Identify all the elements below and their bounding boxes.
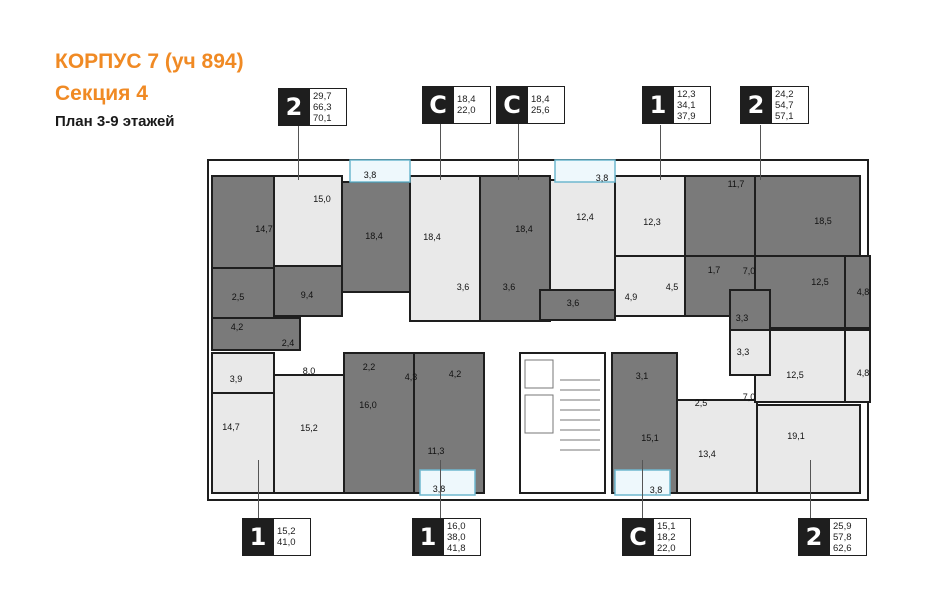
room-18-4b — [409, 175, 481, 322]
room-area: 3,1 — [635, 371, 649, 381]
room-12-4 — [549, 179, 616, 291]
room-area: 18,4 — [423, 232, 441, 242]
room-area: 14,7 — [255, 224, 273, 234]
room-11-7 — [684, 175, 756, 257]
floors-subtitle: План 3-9 этажей — [55, 113, 175, 130]
room-4-5 — [614, 255, 686, 317]
room-area: 3,3 — [735, 313, 749, 323]
room-area: 9,4 — [300, 290, 314, 300]
room-18-4c — [479, 175, 551, 322]
room-4-2 — [211, 317, 301, 351]
room-3-3a — [729, 289, 771, 331]
room-9-4 — [273, 265, 343, 317]
room-area: 7,0 — [742, 392, 756, 402]
room-13-4 — [676, 399, 758, 494]
apartment-type-code: 2 — [278, 88, 310, 126]
room-area: 4,5 — [665, 282, 679, 292]
room-area: 14,7 — [222, 422, 240, 432]
apartment-type-code: С — [422, 86, 454, 124]
room-15-0 — [273, 175, 343, 267]
room-area: 16,0 — [359, 400, 377, 410]
room-4-8a — [844, 255, 871, 329]
room-area: 12,4 — [576, 212, 594, 222]
room-area: 12,5 — [811, 277, 829, 287]
room-area: 3,8 — [649, 485, 663, 495]
room-area: 4,8 — [856, 287, 870, 297]
room-14-7b — [211, 392, 275, 494]
apartment-type-code: С — [622, 518, 654, 556]
balcony-top-2 — [554, 159, 616, 183]
apartment-type-code: 2 — [740, 86, 772, 124]
staircase — [524, 359, 600, 451]
room-area: 2,2 — [362, 362, 376, 372]
room-area: 12,5 — [786, 370, 804, 380]
room-area: 4,2 — [448, 369, 462, 379]
room-area: 1,7 — [707, 265, 721, 275]
room-3-3b — [729, 329, 771, 376]
room-area: 2,4 — [281, 338, 295, 348]
room-area: 13,4 — [698, 449, 716, 459]
room-area: 18,4 — [365, 231, 383, 241]
room-area: 3,3 — [736, 347, 750, 357]
room-area: 18,5 — [814, 216, 832, 226]
room-area: 15,2 — [300, 423, 318, 433]
room-area: 7,0 — [742, 266, 756, 276]
stairs-lift — [519, 352, 606, 494]
room-3-6c — [539, 289, 616, 321]
room-area: 3,6 — [566, 298, 580, 308]
room-area: 2,5 — [694, 398, 708, 408]
building-title: КОРПУС 7 (уч 894) — [55, 50, 244, 73]
room-19-1 — [756, 404, 861, 494]
room-area: 12,3 — [643, 217, 661, 227]
apartment-type-code: 1 — [242, 518, 274, 556]
balcony-bottom-1 — [419, 469, 476, 496]
section-title: Секция 4 — [55, 82, 148, 105]
room-area: 4,8 — [856, 368, 870, 378]
room-area: 11,3 — [427, 446, 445, 456]
room-4-8b — [844, 329, 871, 403]
apartment-type-code: 1 — [412, 518, 444, 556]
room-area: 4,9 — [624, 292, 638, 302]
room-area: 4,3 — [404, 372, 418, 382]
room-area: 4,2 — [230, 322, 244, 332]
room-area: 18,4 — [515, 224, 533, 234]
room-area: 3,8 — [595, 173, 609, 183]
room-1-7 — [684, 255, 756, 317]
room-area: 3,8 — [432, 484, 446, 494]
room-area: 15,1 — [641, 433, 659, 443]
room-12-3 — [614, 175, 686, 257]
room-area: 3,9 — [229, 374, 243, 384]
room-area: 19,1 — [787, 431, 805, 441]
room-3-9 — [211, 352, 275, 394]
apartment-type-code: С — [496, 86, 528, 124]
apartment-type-code: 2 — [798, 518, 830, 556]
room-area: 3,6 — [502, 282, 516, 292]
room-18-5 — [754, 175, 861, 257]
balcony-top-1 — [349, 159, 411, 183]
room-area: 11,7 — [727, 179, 745, 189]
room-area: 15,0 — [313, 194, 331, 204]
room-15-2 — [273, 374, 345, 494]
room-area: 8,0 — [302, 366, 316, 376]
room-16-0 — [343, 352, 415, 494]
apartment-type-code: 1 — [642, 86, 674, 124]
room-14-7 — [211, 175, 275, 269]
room-area: 3,8 — [363, 170, 377, 180]
room-area: 3,6 — [456, 282, 470, 292]
top-row-rooms — [211, 175, 871, 351]
room-area: 2,5 — [231, 292, 245, 302]
